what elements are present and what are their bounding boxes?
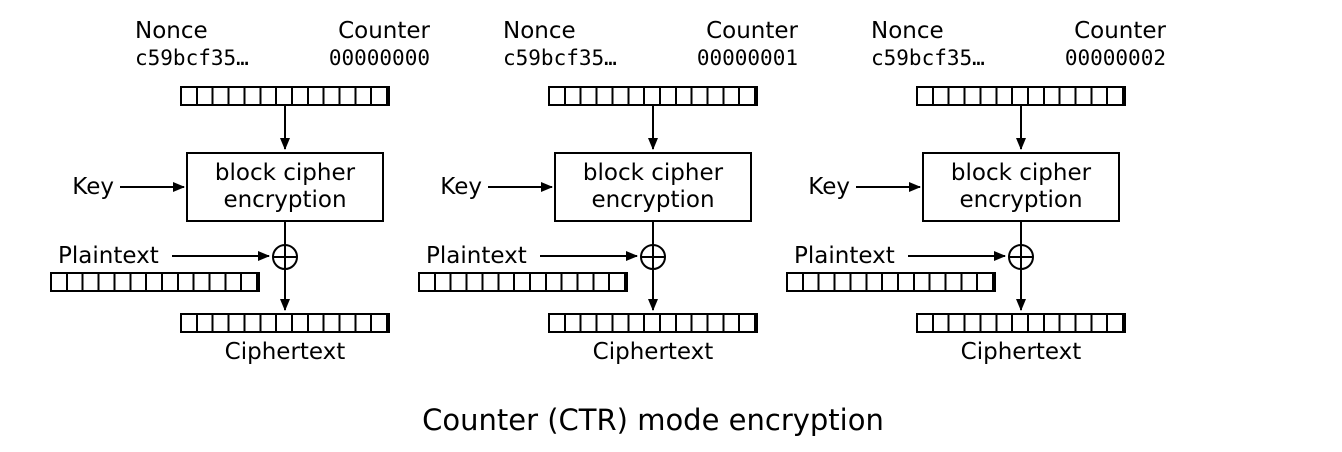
nonce-value: c59bcf35… xyxy=(503,46,617,70)
nonce-value: c59bcf35… xyxy=(871,46,985,70)
plaintext-label: Plaintext xyxy=(58,243,159,269)
ciphertext-label: Ciphertext xyxy=(224,339,346,365)
diagram-title: Counter (CTR) mode encryption xyxy=(422,403,884,437)
nonce-label: Nonce xyxy=(503,18,576,44)
plaintext-register xyxy=(50,272,260,292)
ciphertext-register xyxy=(548,313,758,333)
counter-label: Counter xyxy=(338,18,430,44)
ciphertext-register xyxy=(916,313,1126,333)
nonce-label: Nonce xyxy=(135,18,208,44)
nonce-label: Nonce xyxy=(871,18,944,44)
counter-value: 00000000 xyxy=(328,46,430,70)
counter-label: Counter xyxy=(1074,18,1166,44)
plaintext-label: Plaintext xyxy=(794,243,895,269)
counter-label: Counter xyxy=(706,18,798,44)
ciphertext-label: Ciphertext xyxy=(960,339,1082,365)
plaintext-register xyxy=(786,272,996,292)
block-wires xyxy=(488,106,666,311)
nonce-value: c59bcf35… xyxy=(135,46,249,70)
counter-block-register xyxy=(916,86,1126,106)
ctr-block-2: Nonce Counter c59bcf35… 00000001 block c… xyxy=(418,0,798,385)
block-cipher-box: block cipher encryption xyxy=(186,152,384,222)
ctr-block-1: Nonce Counter c59bcf35… 00000000 block c… xyxy=(50,0,430,385)
key-label: Key xyxy=(72,174,114,200)
block-wires xyxy=(120,106,298,311)
ciphertext-register xyxy=(180,313,390,333)
counter-block-register xyxy=(548,86,758,106)
plaintext-register xyxy=(418,272,628,292)
block-wires xyxy=(856,106,1034,311)
counter-block-register xyxy=(180,86,390,106)
key-label: Key xyxy=(440,174,482,200)
counter-value: 00000001 xyxy=(696,46,798,70)
key-label: Key xyxy=(808,174,850,200)
plaintext-label: Plaintext xyxy=(426,243,527,269)
counter-value: 00000002 xyxy=(1064,46,1166,70)
block-cipher-box: block cipher encryption xyxy=(554,152,752,222)
block-cipher-box: block cipher encryption xyxy=(922,152,1120,222)
ctr-block-3: Nonce Counter c59bcf35… 00000002 block c… xyxy=(786,0,1166,385)
ciphertext-label: Ciphertext xyxy=(592,339,714,365)
